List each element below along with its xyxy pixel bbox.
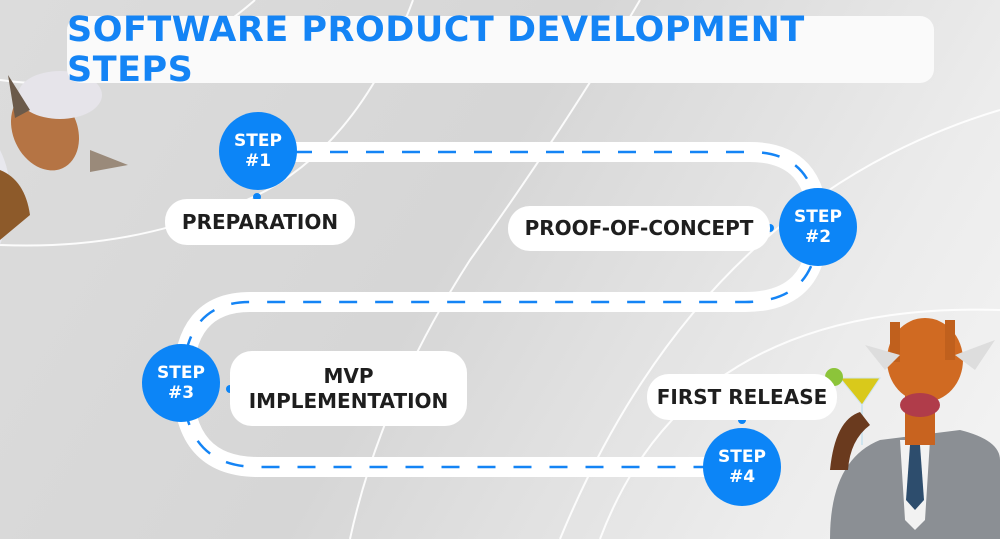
connector-dot <box>766 224 774 232</box>
connector-dot <box>253 193 261 201</box>
step-1-word: STEP <box>234 131 282 151</box>
giraffe-turban-illustration <box>0 71 128 245</box>
step-3-word: STEP <box>157 363 205 383</box>
step-2-number: #2 <box>804 227 832 247</box>
page-title: SOFTWARE PRODUCT DEVELOPMENT STEPS <box>67 10 934 90</box>
step-1-badge: STEP #1 <box>219 112 297 190</box>
step-1-label: PREPARATION <box>165 199 355 245</box>
road-path <box>172 142 829 477</box>
step-3-label: MVP IMPLEMENTATION <box>230 351 467 426</box>
step-3-label-line1: MVP <box>323 363 374 388</box>
step-3-label-line2: IMPLEMENTATION <box>248 388 449 413</box>
connector-dot <box>738 416 746 424</box>
step-3-badge: STEP #3 <box>142 344 220 422</box>
step-4-badge: STEP #4 <box>703 428 781 506</box>
step-2-word: STEP <box>794 207 842 227</box>
step-2-label: PROOF-OF-CONCEPT <box>508 206 770 251</box>
step-3-number: #3 <box>167 383 195 403</box>
step-2-badge: STEP #2 <box>779 188 857 266</box>
step-4-number: #4 <box>728 467 756 487</box>
step-1-number: #1 <box>244 151 272 171</box>
step-4-word: STEP <box>718 447 766 467</box>
step-4-label: FIRST RELEASE <box>647 374 837 420</box>
giraffe-suit-illustration <box>825 318 1000 539</box>
